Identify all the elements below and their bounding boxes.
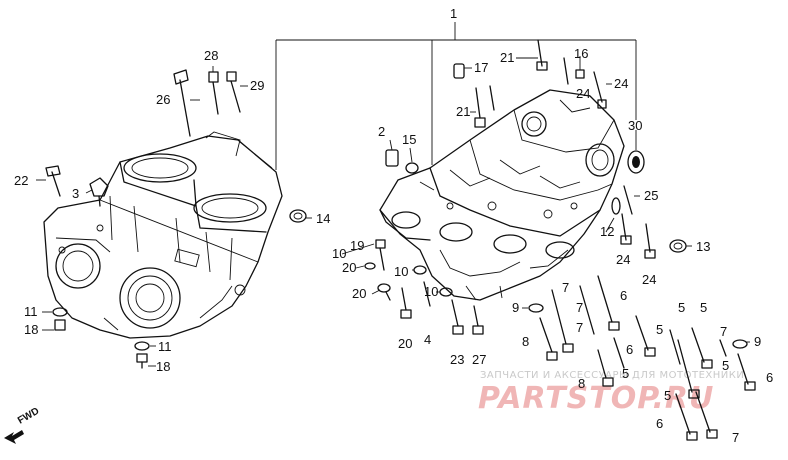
bolt-23 — [451, 299, 464, 335]
callout-24a: 24 — [576, 86, 590, 101]
callout-20c: 20 — [398, 336, 412, 351]
fwd-arrow: FWD — [4, 406, 41, 444]
seal-14 — [289, 209, 307, 223]
dowel-17 — [453, 63, 465, 79]
lower-crankcase — [379, 89, 625, 301]
callout-27: 27 — [472, 352, 486, 367]
callout-14: 14 — [316, 211, 330, 226]
callout-30: 30 — [628, 118, 642, 133]
callout-24c: 24 — [616, 252, 630, 267]
callout-2: 2 — [378, 124, 385, 139]
callout-7b: 7 — [576, 320, 583, 335]
watermark: ЗАПЧАСТИ И АКСЕССУАРЫ ДЛЯ МОТОТЕХНИКИ PA… — [478, 370, 744, 416]
washer-12 — [611, 197, 621, 215]
callout-5b: 5 — [700, 300, 707, 315]
bolt-24-right-a — [620, 213, 632, 245]
assembly-bracket — [275, 22, 637, 170]
callout-7e: 7 — [732, 430, 739, 445]
callout-16: 16 — [574, 46, 588, 61]
callout-7c: 7 — [576, 300, 583, 315]
washer-9-b — [732, 339, 748, 349]
callout-10a: 10 — [332, 246, 346, 261]
bolt-20-low — [400, 287, 412, 319]
callout-17: 17 — [474, 60, 488, 75]
upper-crankcase — [43, 131, 283, 339]
callout-6a: 6 — [620, 288, 627, 303]
bolt-29 — [226, 71, 241, 113]
fasteners — [45, 39, 756, 441]
callout-6c: 6 — [766, 370, 773, 385]
long-bolts — [539, 275, 756, 441]
stud-26 — [173, 69, 191, 137]
bolt-19 — [375, 239, 386, 271]
callout-3: 3 — [72, 186, 79, 201]
washer-11-left — [52, 307, 68, 331]
bolt-4 — [423, 281, 431, 307]
callout-20a: 20 — [342, 260, 356, 275]
callout-6d: 6 — [656, 416, 663, 431]
callout-5a: 5 — [678, 300, 685, 315]
callout-15: 15 — [402, 132, 416, 147]
bolt-21-mid — [474, 85, 495, 128]
washer-10-a — [413, 265, 427, 275]
callout-18a: 18 — [24, 322, 38, 337]
callout-8a: 8 — [522, 334, 529, 349]
callout-6b: 6 — [626, 342, 633, 357]
callout-1: 1 — [450, 6, 457, 21]
bolt-25 — [623, 185, 633, 215]
callout-5f: 5 — [664, 388, 671, 403]
callout-26: 26 — [156, 92, 170, 107]
bolt-24-top — [593, 71, 607, 109]
callout-13: 13 — [696, 239, 710, 254]
callout-10b: 10 — [394, 264, 408, 279]
callout-9a: 9 — [512, 300, 519, 315]
washer-20-a — [364, 262, 391, 301]
watermark-text: ЗАПЧАСТИ И АКСЕССУАРЫ ДЛЯ МОТОТЕХНИКИ — [480, 370, 744, 381]
callout-8b: 8 — [578, 376, 585, 391]
callout-numbers: 1 2 3 4 5 5 5 5 5 5 6 6 6 6 7 7 7 7 7 8 … — [14, 6, 773, 445]
bolt-24-right-b — [644, 223, 656, 259]
fwd-label: FWD — [16, 406, 41, 427]
callout-4: 4 — [424, 332, 431, 347]
callout-7d: 7 — [720, 324, 727, 339]
bolt-22 — [45, 165, 61, 197]
callout-23: 23 — [450, 352, 464, 367]
callout-10c: 10 — [424, 284, 438, 299]
seal-30 — [627, 150, 645, 174]
callout-25: 25 — [644, 188, 658, 203]
callout-22: 22 — [14, 173, 28, 188]
seal-13 — [669, 239, 687, 253]
callout-11b: 11 — [158, 339, 172, 354]
callout-5d: 5 — [722, 358, 729, 373]
callout-21a: 21 — [500, 50, 514, 65]
callout-9b: 9 — [754, 334, 761, 349]
callout-29: 29 — [250, 78, 264, 93]
bolt-28 — [208, 71, 219, 115]
leader-lines — [36, 56, 750, 367]
callout-12: 12 — [600, 224, 614, 239]
watermark-logo: PARTSTOP.RU — [478, 381, 714, 416]
callout-24d: 24 — [642, 272, 656, 287]
callout-21b: 21 — [456, 104, 470, 119]
part-2 — [385, 149, 399, 167]
washer-11-mid — [134, 341, 150, 369]
callout-5c: 5 — [656, 322, 663, 337]
ring-15 — [405, 162, 419, 174]
callout-20b: 20 — [352, 286, 366, 301]
callout-24b: 24 — [614, 76, 628, 91]
callout-18b: 18 — [156, 359, 170, 374]
washer-9-a — [528, 303, 544, 313]
bolt-27 — [472, 305, 484, 335]
arrow-icon — [4, 430, 24, 444]
callout-5e: 5 — [622, 366, 629, 381]
callout-11a: 11 — [24, 304, 38, 319]
callout-19: 19 — [350, 238, 364, 253]
bolt-21-top — [536, 39, 548, 71]
bolt-16 — [563, 57, 585, 85]
callout-28: 28 — [204, 48, 218, 63]
callout-7a: 7 — [562, 280, 569, 295]
part-3 — [89, 177, 109, 207]
